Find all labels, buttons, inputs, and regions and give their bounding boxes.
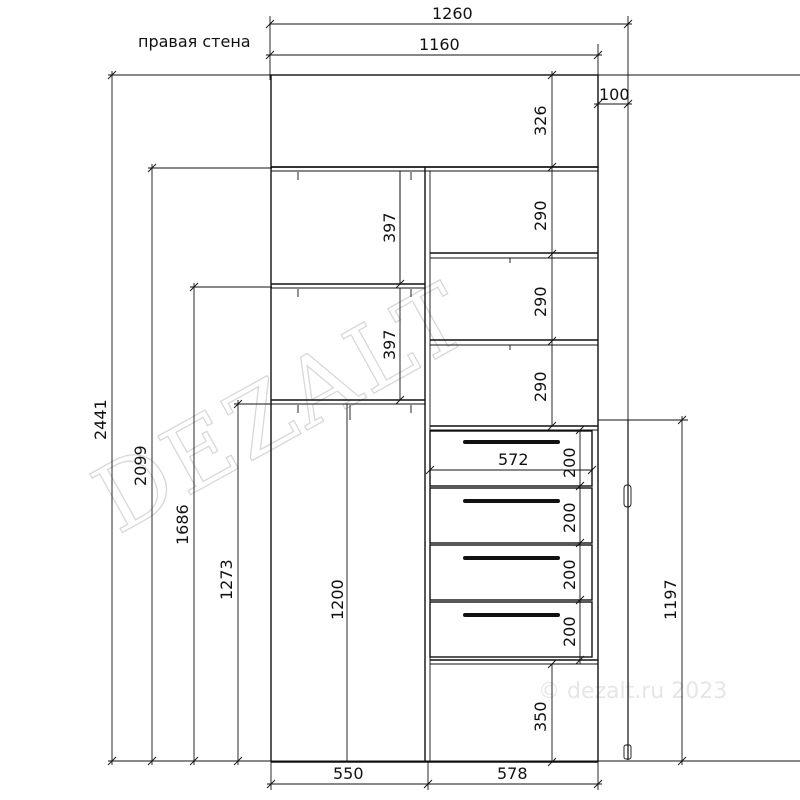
drawers: 572 [425, 430, 597, 658]
top-dimensions: 1260 1160 100 [265, 4, 633, 760]
dim-side-gap: 100 [599, 85, 630, 104]
dim-cabinet-width: 1160 [419, 35, 460, 54]
dim-wall-height: 1197 [661, 579, 680, 620]
caption-right-wall: правая стена [138, 32, 251, 51]
inner-dimensions: 326 397 397 290 290 290 200 200 200 200 … [328, 70, 688, 767]
dim-drawer-width: 572 [498, 450, 529, 469]
dim-right-shelf-2: 290 [531, 286, 550, 317]
drawer-3 [429, 544, 593, 601]
dim-height-third-shelf: 1273 [217, 559, 236, 600]
dim-total-width: 1260 [432, 4, 473, 23]
dim-right-shelf-3: 290 [531, 371, 550, 402]
dim-mezzanine: 326 [531, 105, 550, 136]
dim-drawer-4: 200 [560, 616, 579, 647]
drawer-2 [429, 487, 593, 544]
drawer-4 [429, 601, 593, 658]
dim-drawer-3: 200 [560, 559, 579, 590]
watermark: DEZALT © dezalt.ru 2023 [76, 261, 727, 704]
dim-right-section-width: 578 [497, 764, 528, 783]
dim-left-shelf-1: 397 [380, 212, 399, 243]
drawer-1 [429, 430, 593, 487]
dim-hanging-height: 1200 [328, 579, 347, 620]
dim-total-height: 2441 [91, 399, 110, 440]
dim-left-shelf-2: 397 [380, 329, 399, 360]
dim-right-shelf-1: 290 [531, 200, 550, 231]
dim-drawer-2: 200 [560, 502, 579, 533]
watermark-copyright: © dezalt.ru 2023 [538, 679, 727, 704]
watermark-text: DEZALT [77, 262, 488, 554]
dim-drawer-1: 200 [560, 447, 579, 478]
dim-left-section-width: 550 [333, 764, 364, 783]
bottom-dimensions: 550 578 [266, 762, 603, 790]
dim-bottom-compartment: 350 [531, 701, 550, 732]
dim-height-second-shelf: 1686 [173, 504, 192, 545]
dim-height-top-shelf: 2099 [131, 445, 150, 486]
